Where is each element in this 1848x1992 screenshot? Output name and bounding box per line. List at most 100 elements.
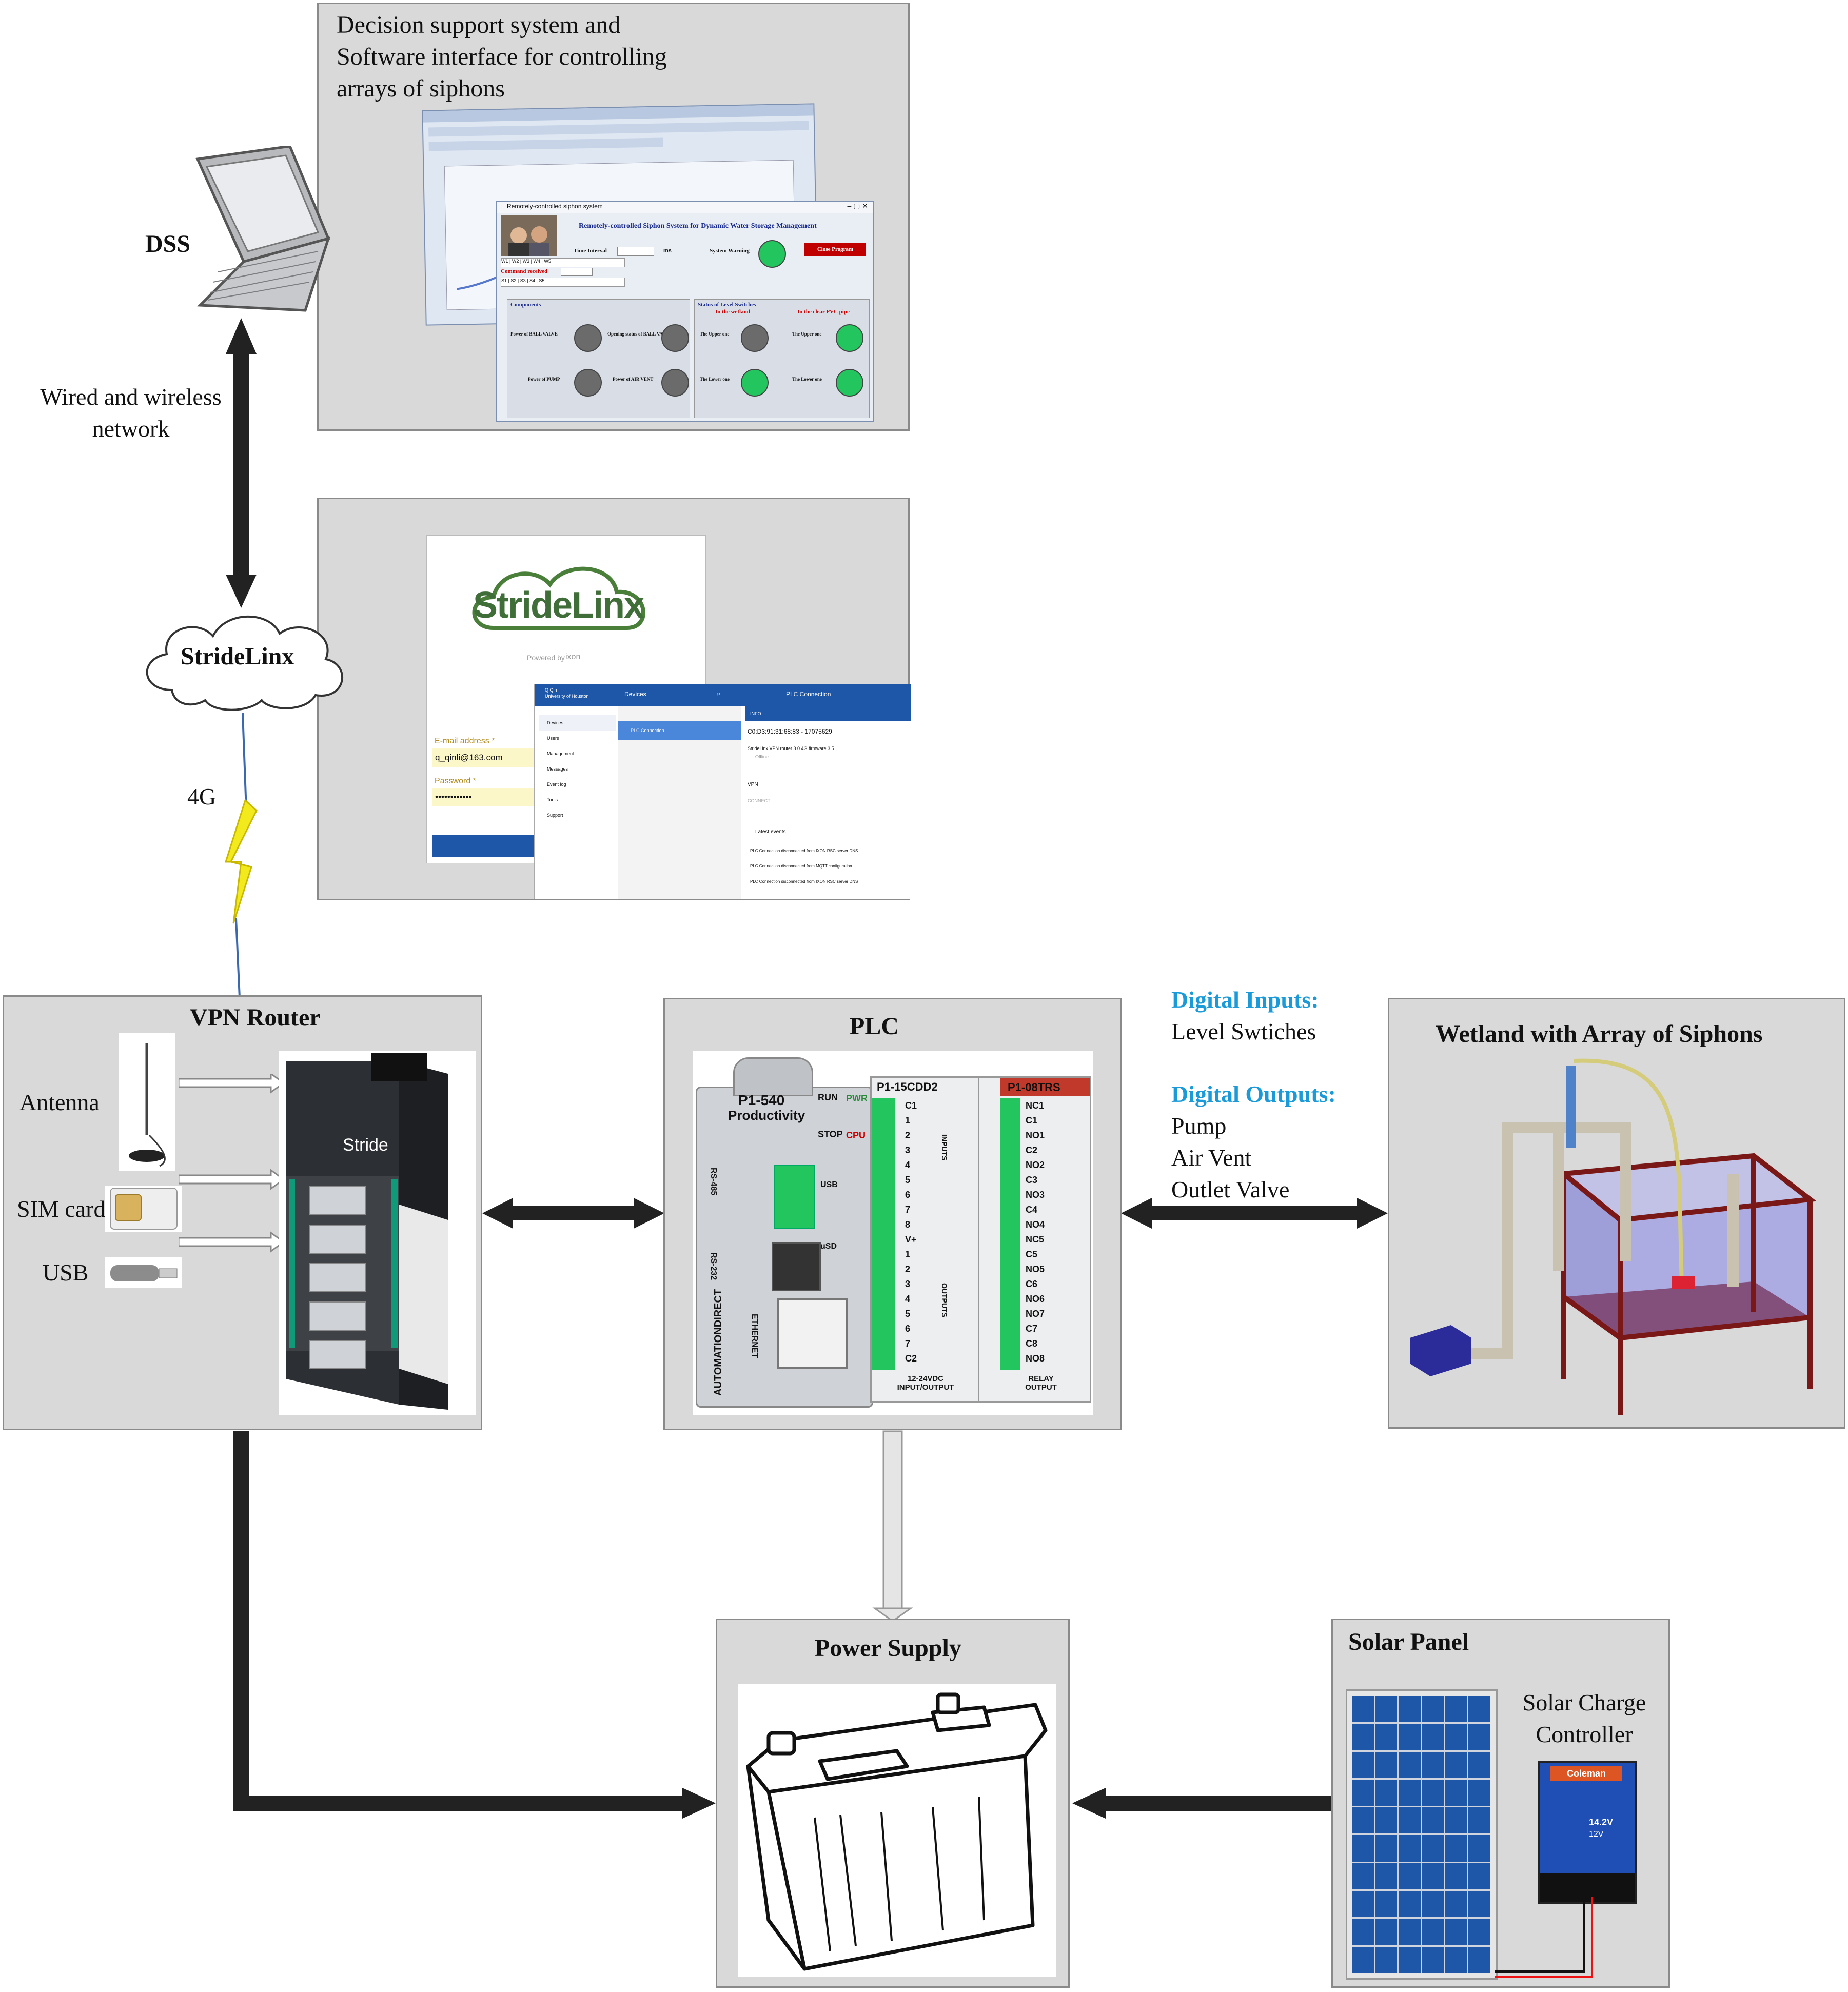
rs232-label: RS-232 bbox=[709, 1252, 718, 1280]
solar-cell bbox=[1422, 1751, 1444, 1778]
terminal-label: C6 bbox=[1026, 1279, 1038, 1289]
digital-inputs-heading: Digital Inputs: bbox=[1171, 987, 1319, 1013]
event-row: PLC Connection disconnected from IXON RS… bbox=[750, 879, 858, 884]
terminal-label: NO6 bbox=[1026, 1294, 1045, 1304]
powered-by-label: Powered by bbox=[527, 654, 565, 662]
terminal-label: C2 bbox=[905, 1353, 917, 1364]
power-air-vent-label: Power of AIR VENT bbox=[613, 377, 654, 382]
power-ball-valve-label: Power of BALL VALVE bbox=[510, 331, 558, 337]
solar-cell bbox=[1422, 1779, 1444, 1806]
router-plc-arrow bbox=[482, 1198, 664, 1229]
laptop-icon bbox=[195, 146, 330, 312]
stridelinx-logo-text: StrideLinx bbox=[473, 585, 644, 626]
solar-cell bbox=[1399, 1946, 1421, 1973]
router-brand: Stride bbox=[343, 1135, 388, 1155]
solar-cell bbox=[1422, 1807, 1444, 1834]
solar-cell bbox=[1375, 1751, 1398, 1778]
device-item-plc[interactable]: PLC Connection bbox=[618, 721, 741, 740]
controller-wires bbox=[1495, 1897, 1593, 1978]
time-interval-unit: ms bbox=[663, 248, 672, 254]
ethernet-port[interactable] bbox=[777, 1298, 848, 1369]
login-button[interactable] bbox=[432, 835, 535, 857]
solar-cell bbox=[1399, 1919, 1421, 1945]
sim-card-image bbox=[105, 1186, 182, 1232]
mount-tab bbox=[733, 1057, 813, 1096]
wetland-upper-lamp bbox=[741, 324, 769, 352]
router-info: StrideLinx VPN router 3.0 4G firmware 3.… bbox=[748, 746, 834, 751]
solar-power-arrow bbox=[1072, 1788, 1331, 1819]
plc-title: PLC bbox=[850, 1013, 899, 1040]
sidebar-item-event-log[interactable]: Event log bbox=[547, 782, 566, 787]
solar-cell bbox=[1468, 1863, 1490, 1890]
terminal-label: 1 bbox=[905, 1115, 911, 1126]
terminal-label: 1 bbox=[905, 1249, 911, 1259]
sidebar-item-support[interactable]: Support bbox=[547, 813, 563, 818]
terminal-label: 5 bbox=[905, 1309, 911, 1319]
terminal-label: 7 bbox=[905, 1338, 911, 1349]
switch-selector[interactable]: S1 | S2 | S3 | S4 | S5 bbox=[501, 278, 625, 287]
event-row: PLC Connection disconnected from MQTT co… bbox=[750, 864, 852, 869]
portal-sidebar: Devices Users Management Messages Event … bbox=[539, 715, 616, 823]
portal-account[interactable]: Q Qin University of Houston bbox=[545, 687, 589, 699]
solar-cell bbox=[1445, 1863, 1467, 1890]
sidebar-item-messages[interactable]: Messages bbox=[547, 766, 568, 772]
connect-button[interactable]: CONNECT bbox=[748, 798, 771, 803]
search-icon[interactable]: ⌕ bbox=[717, 689, 721, 697]
relay-terminal-block bbox=[1000, 1098, 1020, 1370]
router-device-image: Stride bbox=[279, 1051, 476, 1415]
password-input[interactable]: •••••••••••• bbox=[432, 788, 535, 806]
sidebar-item-tools[interactable]: Tools bbox=[547, 797, 558, 802]
solar-cell bbox=[1468, 1779, 1490, 1806]
terminal-label: 2 bbox=[905, 1130, 911, 1140]
email-label: E-mail address * bbox=[435, 737, 495, 745]
wetland-siphon-illustration bbox=[1410, 1058, 1817, 1415]
ixon-brand: ixon bbox=[565, 653, 581, 661]
solar-cell bbox=[1422, 1891, 1444, 1918]
terminal-label: 4 bbox=[905, 1160, 911, 1170]
cpu-name: Productivity bbox=[728, 1108, 805, 1123]
sidebar-item-management[interactable]: Management bbox=[547, 751, 574, 756]
stridelinx-cloud-label: StrideLinx bbox=[181, 643, 294, 670]
wetland-lower-label: The Lower one bbox=[700, 377, 730, 382]
plc-cpu-module: P1-540 Productivity RUN STOP PWR CPU RS-… bbox=[696, 1057, 873, 1408]
solar-cell bbox=[1468, 1751, 1490, 1778]
terminal-label: V+ bbox=[905, 1234, 917, 1245]
tab-info[interactable]: INFO bbox=[750, 711, 761, 716]
command-received-field bbox=[561, 268, 593, 276]
close-program-button[interactable]: Close Program bbox=[804, 243, 866, 256]
command-received-label: Command received bbox=[501, 268, 548, 274]
lightning-4g bbox=[224, 713, 258, 998]
sidebar-item-devices[interactable]: Devices bbox=[539, 715, 616, 731]
cpu-model: P1-540 bbox=[738, 1092, 785, 1108]
terminal-label: C5 bbox=[1026, 1249, 1038, 1259]
terminal-label: NO3 bbox=[1026, 1190, 1045, 1200]
solar-cell bbox=[1468, 1696, 1490, 1723]
email-input[interactable]: q_qinli@163.com bbox=[432, 748, 535, 767]
team-photo bbox=[501, 215, 557, 256]
dss-label: DSS bbox=[145, 230, 191, 258]
solar-cell bbox=[1445, 1779, 1467, 1806]
sidebar-item-users[interactable]: Users bbox=[547, 736, 559, 741]
sd-slot-label: uSD bbox=[820, 1242, 837, 1251]
solar-panel-title: Solar Panel bbox=[1348, 1628, 1469, 1655]
dss-panel: Decision support system and Software int… bbox=[317, 3, 910, 431]
solar-cell bbox=[1422, 1835, 1444, 1862]
time-interval-input[interactable] bbox=[617, 247, 654, 256]
solar-cell bbox=[1399, 1863, 1421, 1890]
solar-cell bbox=[1445, 1751, 1467, 1778]
digital-outputs-heading: Digital Outputs: bbox=[1171, 1081, 1336, 1107]
window-controls-icon[interactable]: – ▢ ✕ bbox=[847, 202, 868, 210]
terminal-label: NO7 bbox=[1026, 1309, 1045, 1319]
solar-cell bbox=[1375, 1835, 1398, 1862]
well-selector[interactable]: W1 | W2 | W3 | W4 | W5 bbox=[501, 258, 625, 267]
dss-panel-title: Decision support system and Software int… bbox=[337, 11, 667, 102]
terminal-label: 3 bbox=[905, 1279, 911, 1289]
opening-ball-valve-label: Opening status of BALL VALVE bbox=[607, 331, 672, 337]
solar-cell bbox=[1399, 1779, 1421, 1806]
solar-cell bbox=[1445, 1696, 1467, 1723]
network-label: Wired and wireless network bbox=[40, 384, 222, 442]
solar-cell bbox=[1445, 1891, 1467, 1918]
solar-cell bbox=[1399, 1751, 1421, 1778]
power-air-vent-lamp bbox=[661, 369, 689, 397]
